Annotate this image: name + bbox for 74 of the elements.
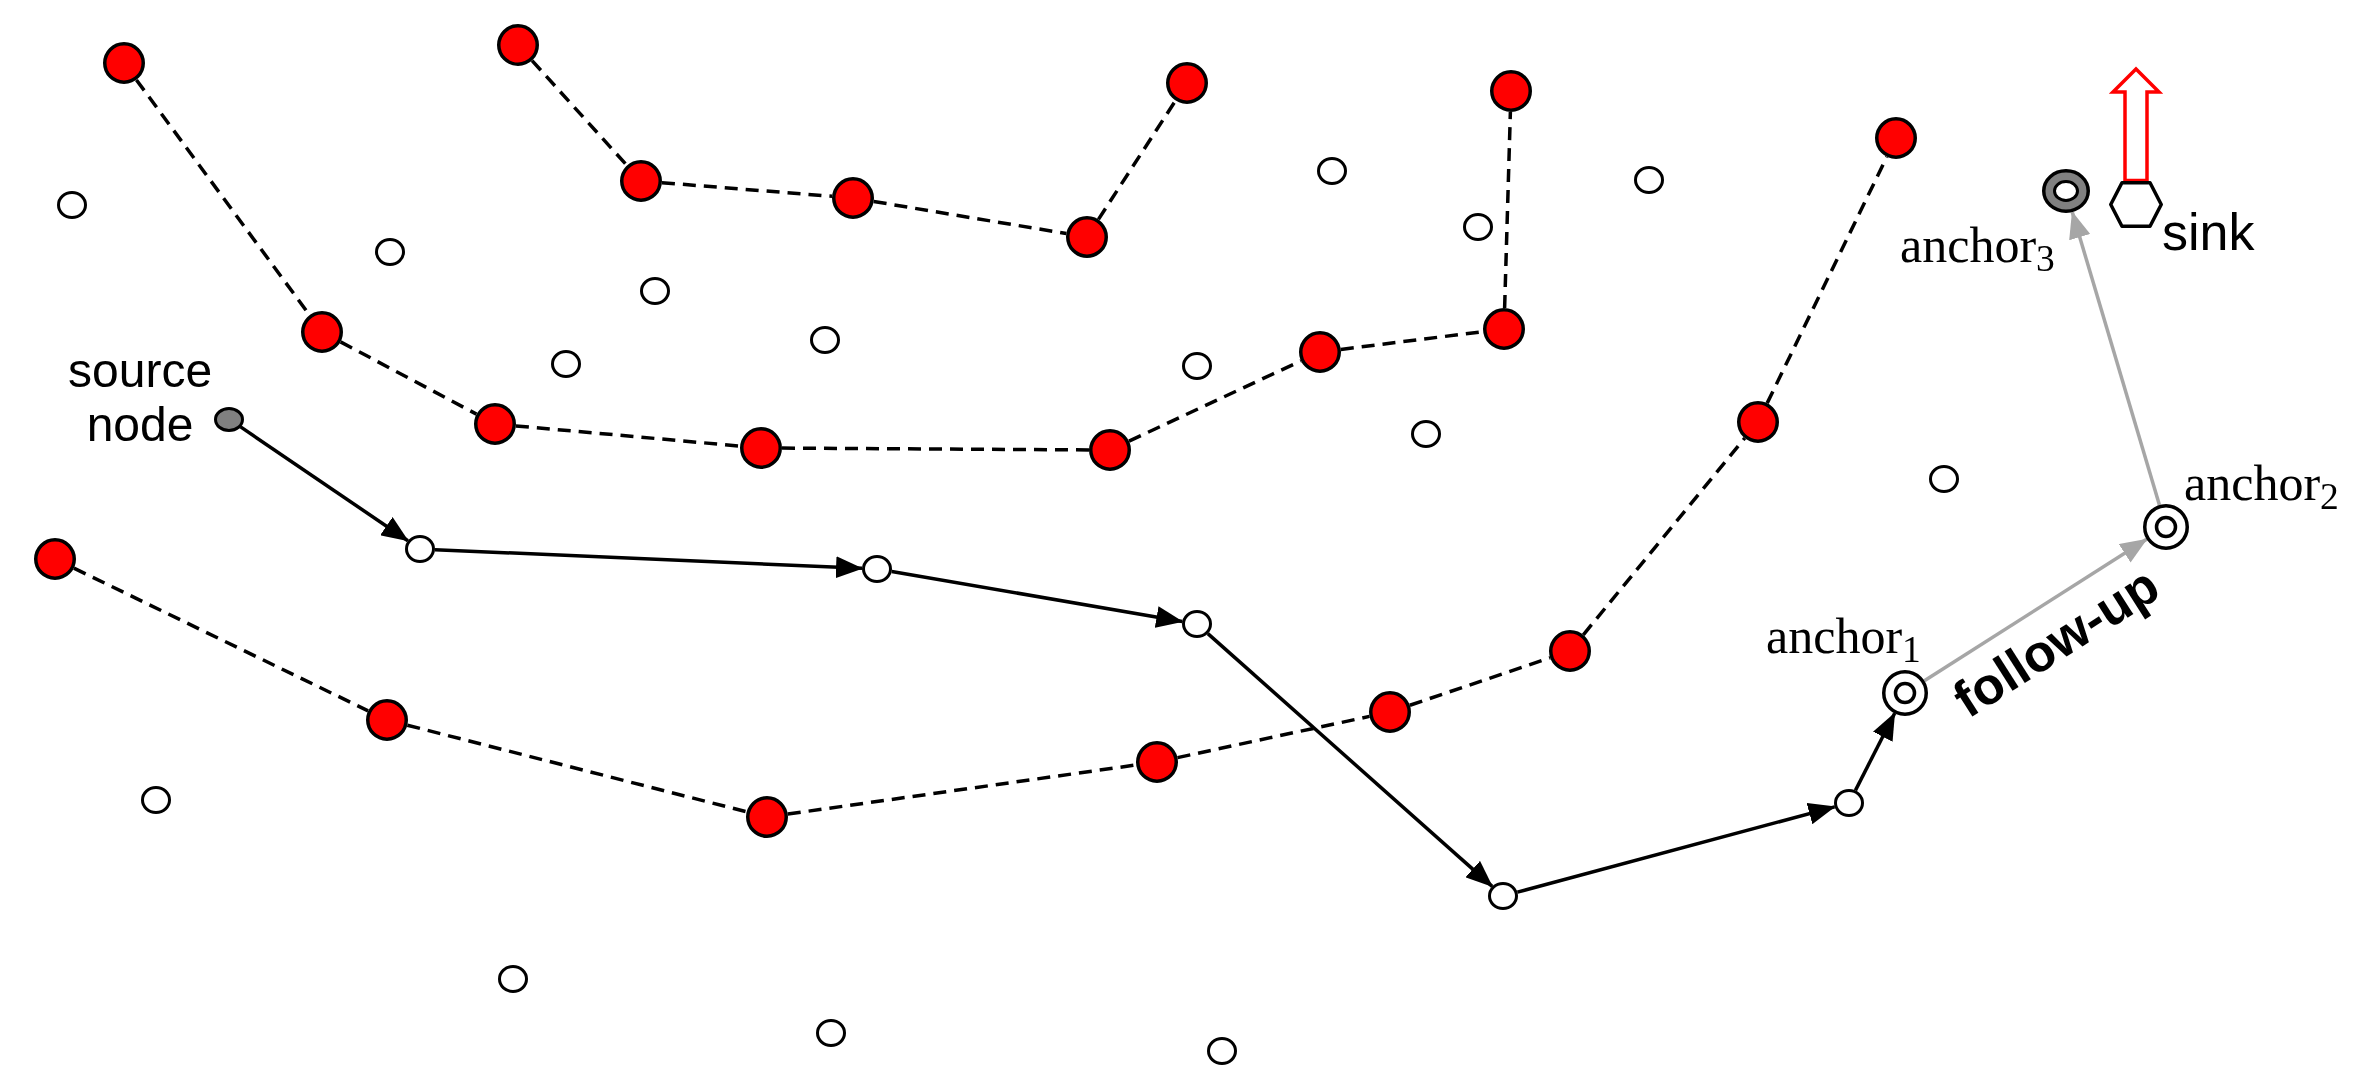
dashed-link	[661, 180, 833, 199]
anchor-shaded-ring	[2042, 169, 2090, 213]
filled-node-dot	[740, 427, 782, 469]
filled-node-dot	[620, 160, 662, 202]
hollow-node-dot	[816, 1019, 846, 1047]
arrow	[891, 569, 1184, 628]
arrow	[2069, 211, 2162, 506]
source-node-dot	[214, 406, 244, 432]
node-label: anchor$_{2}$	[2184, 458, 2339, 508]
filled-node-dot	[34, 538, 76, 580]
arrow	[239, 425, 409, 543]
node-label: anchor$_{3}$	[1900, 220, 2055, 270]
dashed-link	[406, 723, 748, 814]
hollow-node-dot	[1317, 157, 1347, 185]
dashed-link	[787, 763, 1137, 816]
filled-node-dot	[1875, 117, 1917, 159]
filled-node-dot	[301, 311, 343, 353]
arrow	[434, 547, 863, 579]
dashed-link	[515, 424, 741, 448]
filled-node-dot	[1066, 216, 1108, 258]
dashed-link	[873, 199, 1067, 236]
dashed-link	[1581, 437, 1747, 636]
filled-node-dot	[1369, 691, 1411, 733]
hollow-node-dot	[810, 326, 840, 354]
sink-hexagon	[2109, 180, 2163, 228]
anchor-double-ring	[2143, 504, 2189, 550]
node-label: sink	[2162, 206, 2255, 258]
hollow-node-dot	[405, 535, 435, 563]
hollow-node-dot	[862, 555, 892, 583]
filled-node-dot	[832, 177, 874, 219]
dashed-link	[1177, 714, 1370, 760]
anchor-double-ring	[1882, 670, 1928, 716]
filled-node-dot	[1089, 429, 1131, 471]
filled-node-dot	[474, 403, 516, 445]
hollow-node-dot	[1488, 882, 1518, 910]
arrow	[1206, 632, 1494, 888]
hollow-node-dot	[551, 350, 581, 378]
node-label: source node	[68, 344, 213, 452]
filled-node-dot	[1549, 630, 1591, 672]
filled-node-dot	[746, 796, 788, 838]
dashed-link	[1765, 156, 1889, 404]
filled-node-dot	[1166, 62, 1208, 104]
hollow-node-dot	[1834, 789, 1864, 817]
dashed-link	[339, 340, 478, 416]
node-label: anchor$_{1}$	[1766, 611, 1921, 661]
dashed-link	[73, 566, 369, 713]
filled-node-dot	[1737, 401, 1779, 443]
dashed-link	[530, 59, 629, 167]
hollow-node-dot	[1463, 213, 1493, 241]
block-arrow	[2108, 66, 2164, 183]
filled-node-dot	[1483, 308, 1525, 350]
dashed-link	[1096, 99, 1178, 221]
arrow	[1516, 803, 1836, 894]
hollow-node-dot	[141, 786, 171, 814]
dashed-link	[1502, 111, 1513, 309]
hollow-node-dot	[1411, 420, 1441, 448]
filled-node-dot	[497, 24, 539, 66]
filled-node-dot	[366, 699, 408, 741]
arrow	[1853, 712, 1897, 792]
dashed-link	[782, 446, 1089, 452]
hollow-node-dot	[1207, 1037, 1237, 1065]
hollow-node-dot	[1929, 465, 1959, 493]
filled-node-dot	[103, 42, 145, 84]
filled-node-dot	[1299, 331, 1341, 373]
filled-node-dot	[1490, 70, 1532, 112]
hollow-node-dot	[1182, 352, 1212, 380]
filled-node-dot	[1136, 741, 1178, 783]
hollow-node-dot	[1182, 610, 1212, 638]
hollow-node-dot	[1634, 166, 1664, 194]
hollow-node-dot	[640, 277, 670, 305]
hollow-node-dot	[375, 238, 405, 266]
hollow-node-dot	[498, 965, 528, 993]
arrow	[1923, 537, 2148, 683]
hollow-node-dot	[57, 191, 87, 219]
